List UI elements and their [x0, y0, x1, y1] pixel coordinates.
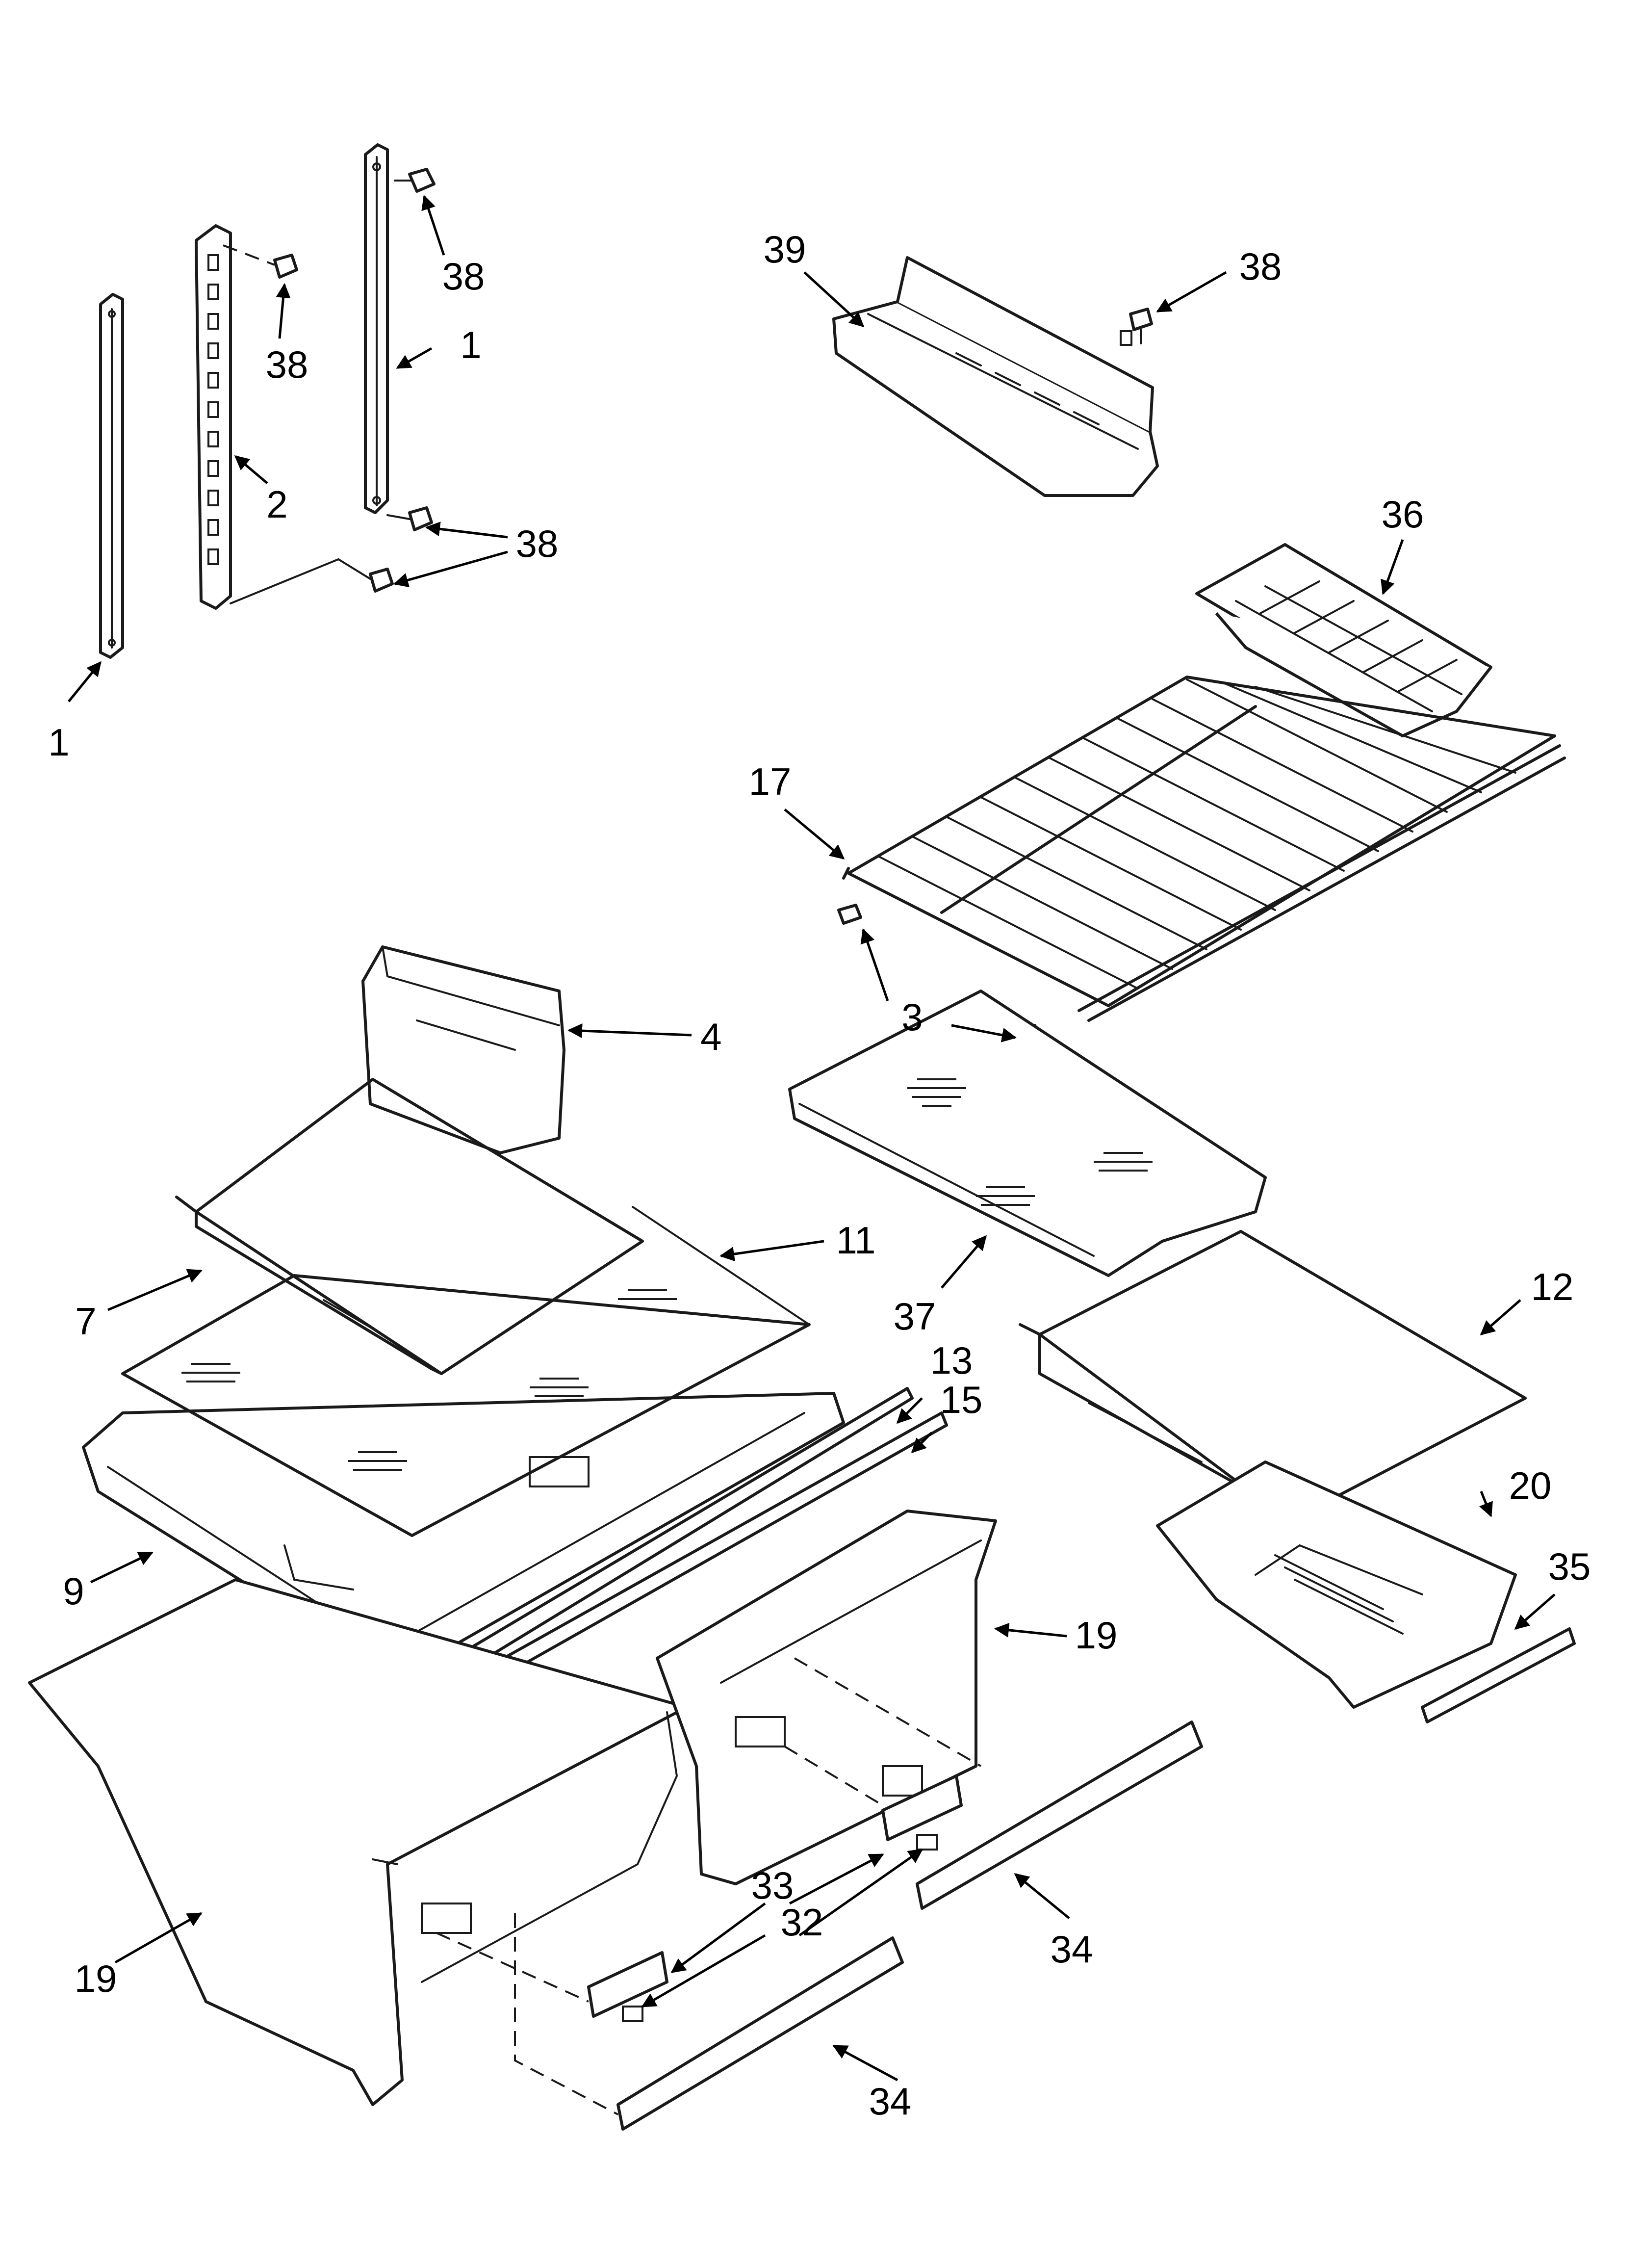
callout-17: 17	[749, 760, 792, 803]
rail-slots	[207, 254, 219, 565]
crisper-drawer-right	[656, 1510, 997, 1885]
drawer-trim	[1421, 1627, 1576, 1723]
callout-36: 36	[1382, 493, 1424, 536]
glass-shelf	[121, 1206, 811, 1537]
callout-37: 37	[894, 1295, 936, 1338]
ice-cube-tray	[1195, 543, 1492, 737]
wire-shelf	[842, 676, 1566, 1022]
callout-3: 3	[901, 995, 923, 1039]
drawer-trim	[916, 1721, 1203, 1910]
retainer-pin	[837, 904, 862, 925]
shelf-rail-slotted	[195, 224, 232, 610]
callout-12: 12	[1531, 1265, 1574, 1308]
shelf-rail-left	[99, 293, 124, 659]
leader-lines	[68, 195, 1556, 2082]
screw-icon	[386, 506, 433, 531]
drawer-slide	[587, 1951, 668, 2018]
callout-34: 34	[869, 2080, 912, 2123]
callout-39: 39	[764, 228, 806, 271]
callout-2: 2	[266, 483, 287, 526]
callout-35: 35	[1548, 1545, 1591, 1588]
shelf-rail-right	[364, 143, 389, 514]
callout-4: 4	[700, 1015, 721, 1058]
drawer-slide-clip	[622, 1834, 938, 2022]
callout-34: 34	[1051, 1928, 1093, 1971]
callout-38: 38	[266, 343, 308, 386]
callout-38: 38	[1239, 245, 1282, 288]
screw-icon	[1129, 308, 1153, 344]
meat-drawer-cover	[1019, 1230, 1527, 1522]
callout-9: 9	[63, 1569, 84, 1613]
crisper-drawer-left	[28, 1578, 688, 2106]
callout-32: 32	[781, 1901, 823, 1944]
callout-7: 7	[75, 1300, 96, 1343]
glass-reflection-icon	[907, 1078, 1153, 1206]
screw-icon	[223, 244, 298, 279]
drawer-trim	[616, 1936, 904, 2131]
shelf-frame	[175, 1078, 644, 1375]
callout-38: 38	[516, 522, 559, 565]
screw-icon	[394, 168, 436, 193]
crisper-cover-bracket	[832, 256, 1159, 497]
callout-13: 13	[930, 1339, 973, 1382]
hidden-lines	[436, 1657, 982, 2115]
callout-11: 11	[836, 1219, 876, 1262]
door-bin	[361, 945, 565, 1154]
glass-shelf-frame	[788, 990, 1267, 1277]
callout-19: 19	[1075, 1614, 1118, 1657]
callout-15: 15	[940, 1378, 983, 1421]
screw-icon	[230, 558, 394, 604]
callout-labels: 1 1 2 38 38 38 39 38 36 17 3 4 11 7 37 1…	[48, 228, 1591, 2123]
callout-1: 1	[460, 323, 481, 366]
callout-19: 19	[75, 1957, 117, 2000]
glass-reflection-icon	[181, 1289, 677, 1471]
callout-38: 38	[442, 255, 485, 298]
callout-1: 1	[48, 721, 69, 764]
meat-drawer	[1156, 1460, 1517, 1709]
callout-33: 33	[751, 1864, 794, 1907]
callout-20: 20	[1509, 1464, 1552, 1507]
drawer-slide	[881, 1774, 963, 1841]
